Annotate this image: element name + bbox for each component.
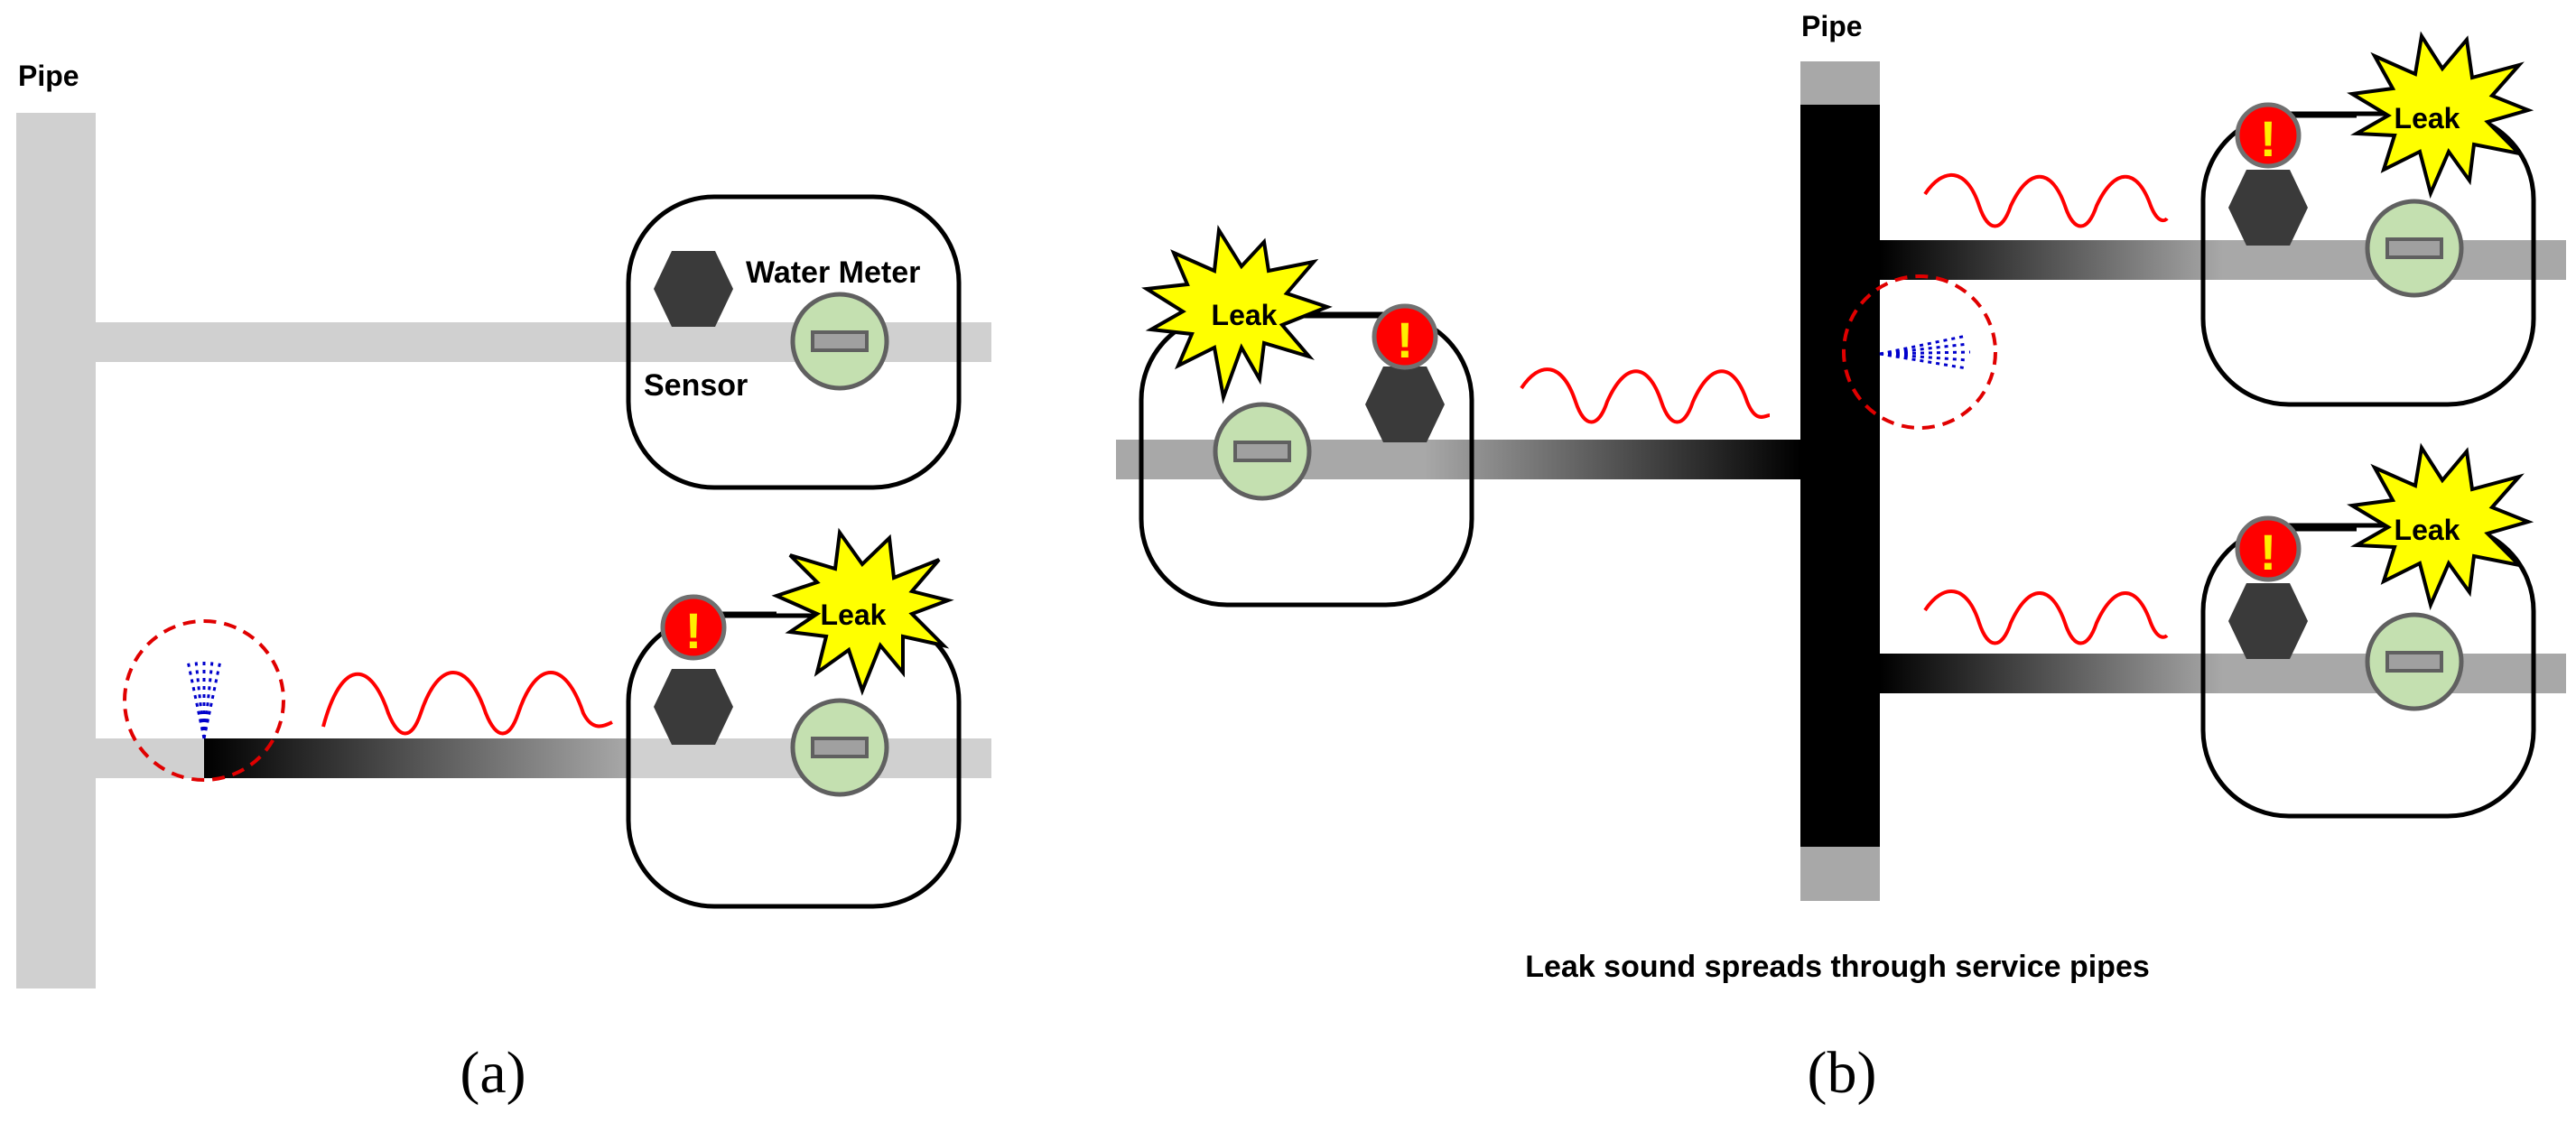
panel-a: Water Meter Sensor ! Leak Pipe (a) [16,60,991,1106]
panel-a-caption: (a) [460,1040,525,1106]
leak-label: Leak [1212,299,1278,331]
main-pipe-vibrating [1800,105,1880,847]
water-meter-label: Water Meter [746,255,920,290]
water-meter-icon [793,701,887,794]
panel-b-caption: (b) [1808,1040,1877,1106]
sound-wave-icon [1923,589,2169,645]
service-pipe-lower-vibrating [204,738,628,778]
leak-burst-icon [2347,442,2534,611]
water-spray-icon [186,659,222,739]
house-box-right-upper [2200,111,2536,407]
sensor-icon [2228,583,2308,659]
pipe-label: Pipe [1801,10,1863,42]
sound-wave-icon [1923,172,2169,228]
alert-mark: ! [2260,524,2277,580]
house-box-lower [626,613,962,909]
water-meter-icon [2367,201,2461,295]
alert-mark: ! [685,602,702,659]
service-pipe-lower-plain [96,738,204,778]
sensor-icon [654,251,733,327]
house-box-upper [626,194,962,490]
panel-b-description: Leak sound spreads through service pipes [1525,950,2150,984]
pipe-label: Pipe [18,60,79,92]
water-meter-icon [793,294,887,388]
main-pipe-bottom-cap [1800,847,1880,901]
panel-b: ! Leak ! Leak ! Leak Pipe [1116,10,2566,1106]
water-spray-icon [1879,334,1971,370]
leak-burst-icon [2347,31,2534,200]
house-box-right-lower [2200,523,2536,819]
sensor-icon [1365,367,1445,442]
sensor-icon [654,669,733,745]
leak-focus-circle [123,619,285,782]
main-pipe-top-cap [1800,61,1880,105]
leak-label: Leak [2395,102,2460,135]
leak-focus-circle [1842,274,1997,430]
alert-mark: ! [1397,311,1414,368]
sound-wave-icon [321,671,613,736]
sound-wave-icon [1520,367,1771,424]
water-meter-icon [1215,404,1309,498]
leak-burst-icon [1141,225,1333,404]
leak-label: Leak [2395,514,2460,546]
main-pipe [16,113,96,988]
leak-burst-icon [771,527,954,696]
alert-mark: ! [2260,110,2277,167]
sensor-icon [2228,170,2308,246]
water-meter-icon [2367,615,2461,709]
leak-label: Leak [821,599,887,631]
sensor-label: Sensor [644,368,748,403]
